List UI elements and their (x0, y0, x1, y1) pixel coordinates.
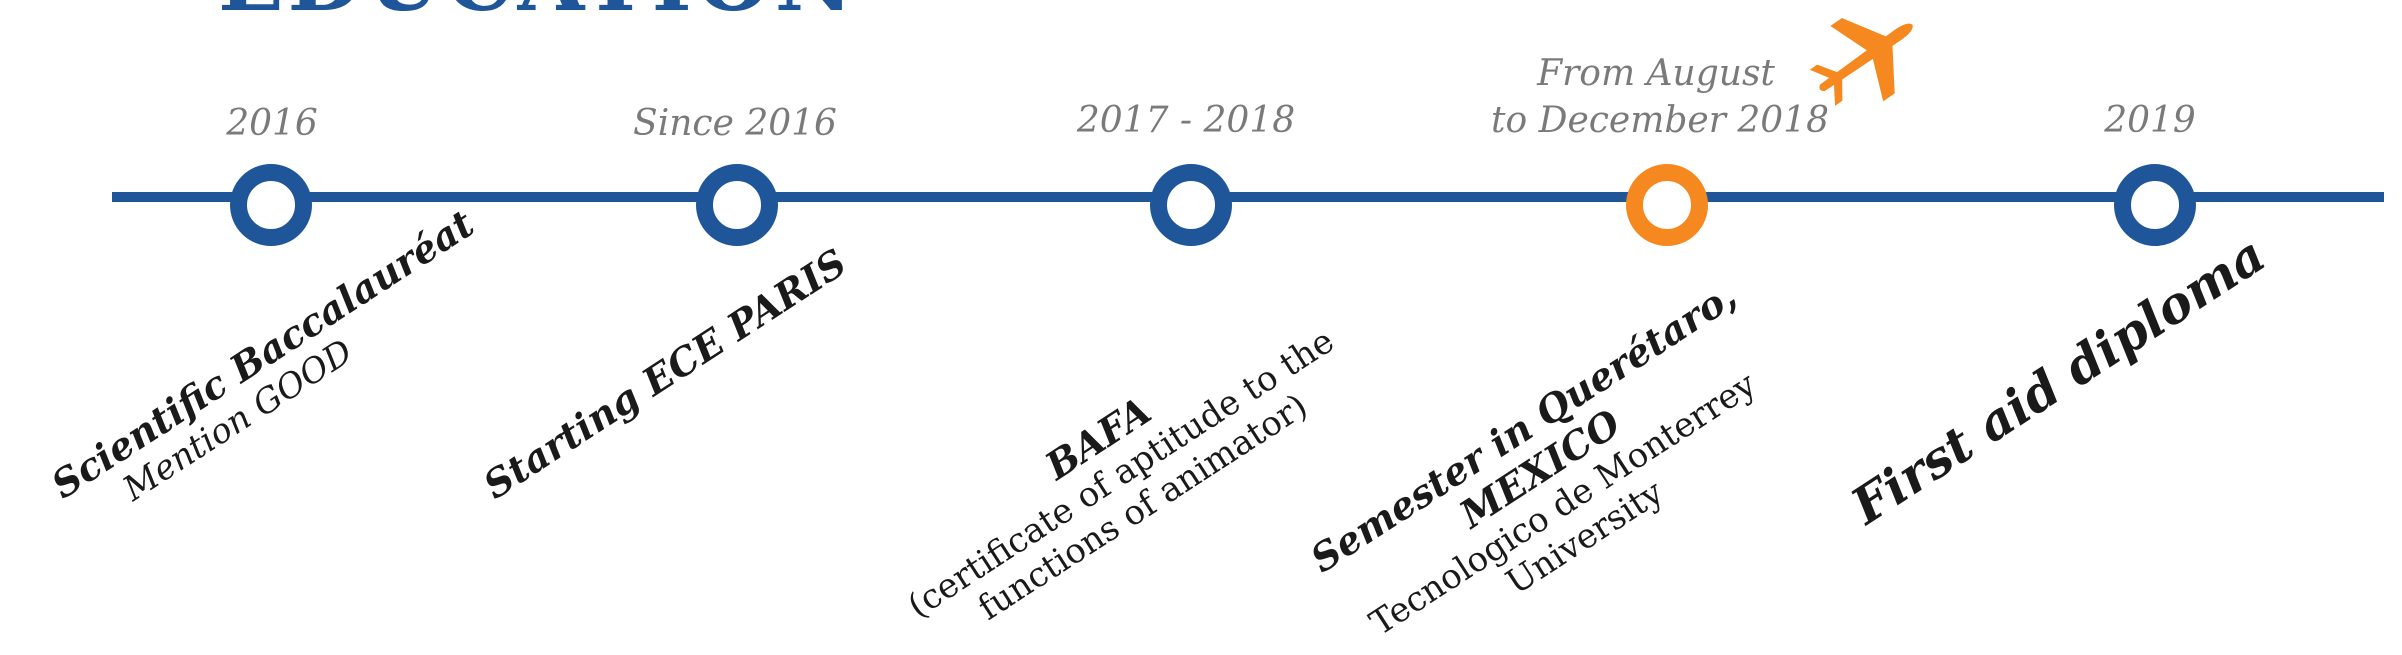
date-label-2016: 2016 (226, 103, 318, 144)
event-title: Starting ECE PARIS (475, 239, 855, 508)
event-bafa: BAFA (certificate of aptitude to the fun… (868, 278, 1372, 655)
timeline-node-2019 (2114, 164, 2196, 246)
event-title: Scientific Baccalauréat (43, 200, 482, 508)
date-label-since-2016: Since 2016 (633, 103, 837, 144)
date-label-2017-2018: 2017 - 2018 (1076, 100, 1296, 141)
timeline-node-2016 (230, 164, 312, 246)
airplane-icon (1809, 18, 1913, 106)
timeline-line (112, 192, 2384, 202)
date-label-2019: 2019 (2104, 100, 2196, 141)
date-label-mexico-line-2: to December 2018 (1491, 100, 1829, 141)
event-title: First aid diploma (1840, 224, 2276, 536)
section-heading: EDUCATION (218, 0, 857, 31)
timeline-node-2017-2018 (1150, 164, 1232, 246)
timeline-node-mexico (1626, 164, 1708, 246)
timeline-node-since-2016 (696, 164, 778, 246)
event-subtitle-line-1: (certificate of aptitude to the (900, 320, 1342, 627)
event-semester-mexico: Semester in Querétaro, MEXICO Tecnologic… (1302, 272, 1797, 655)
event-first-aid-diploma: First aid diploma (1840, 224, 2276, 536)
event-starting-ece-paris: Starting ECE PARIS (473, 238, 858, 509)
date-label-mexico-line-1: From August (1537, 53, 1775, 94)
event-scientific-baccalaureat: Scientific Baccalauréat Mention GOOD (43, 200, 482, 540)
